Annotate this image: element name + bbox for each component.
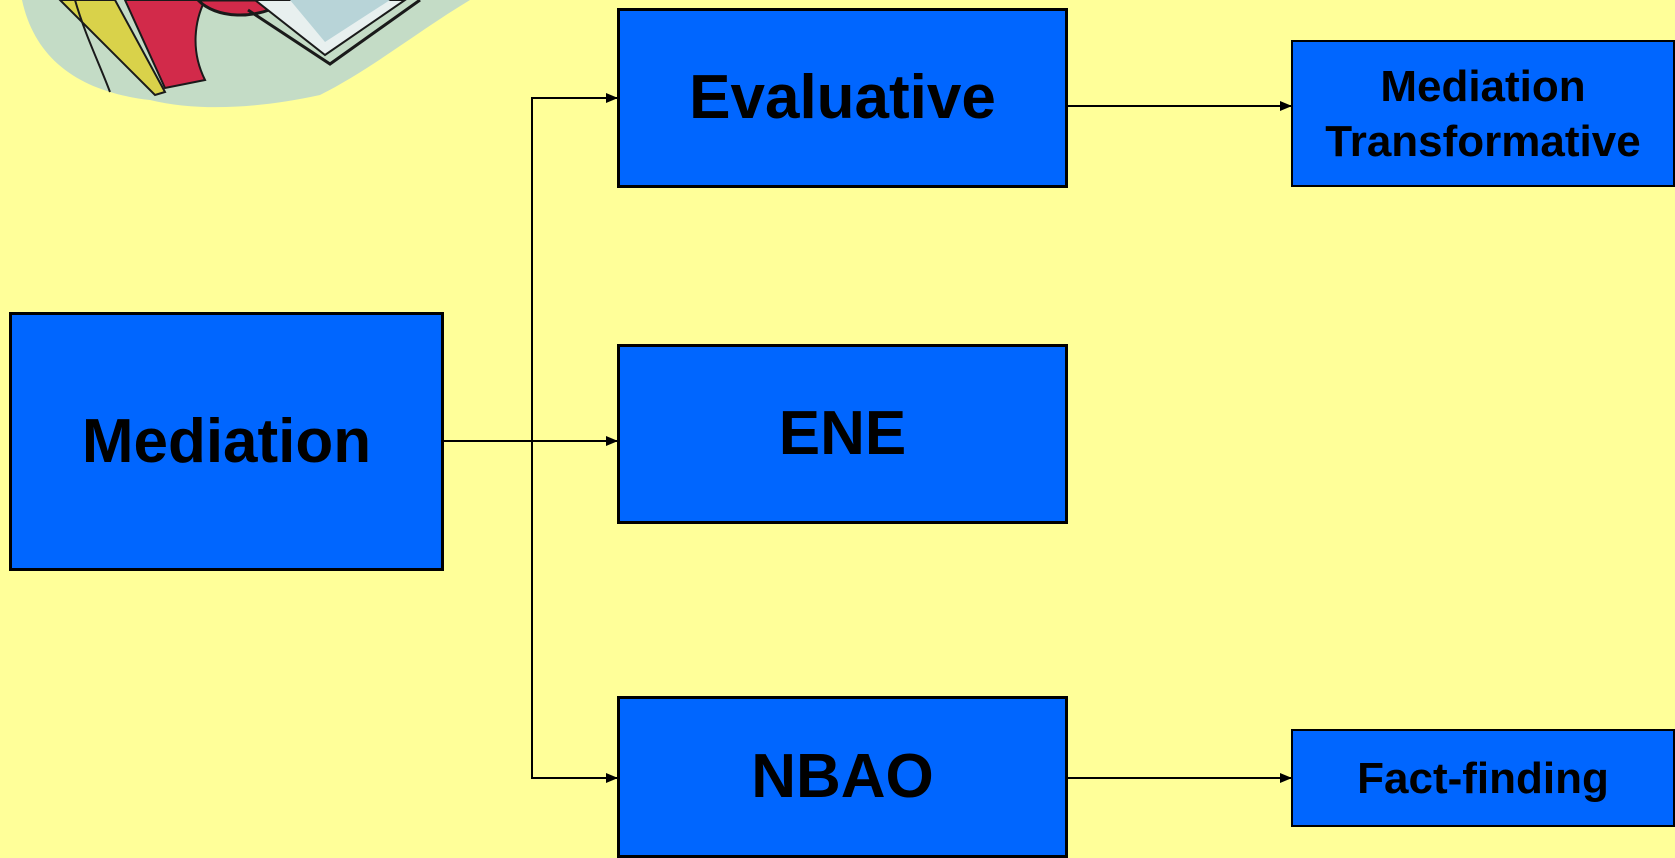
node-ene: ENE	[617, 344, 1068, 524]
node-mediation: Mediation	[9, 312, 444, 571]
node-mediation-transformative: Mediation Transformative	[1291, 40, 1675, 187]
node-nbao-label: NBAO	[751, 742, 934, 812]
node-ene-label: ENE	[778, 399, 907, 469]
node-mediation-label: Mediation	[81, 406, 372, 476]
node-fact-finding: Fact-finding	[1291, 729, 1675, 827]
node-nbao: NBAO	[617, 696, 1068, 858]
node-evaluative: Evaluative	[617, 8, 1068, 188]
node-mediation-transformative-label: Mediation Transformative	[1325, 61, 1641, 166]
decorative-clipart-icon	[22, 0, 470, 108]
node-fact-finding-label: Fact-finding	[1357, 753, 1609, 803]
node-evaluative-label: Evaluative	[689, 63, 996, 133]
